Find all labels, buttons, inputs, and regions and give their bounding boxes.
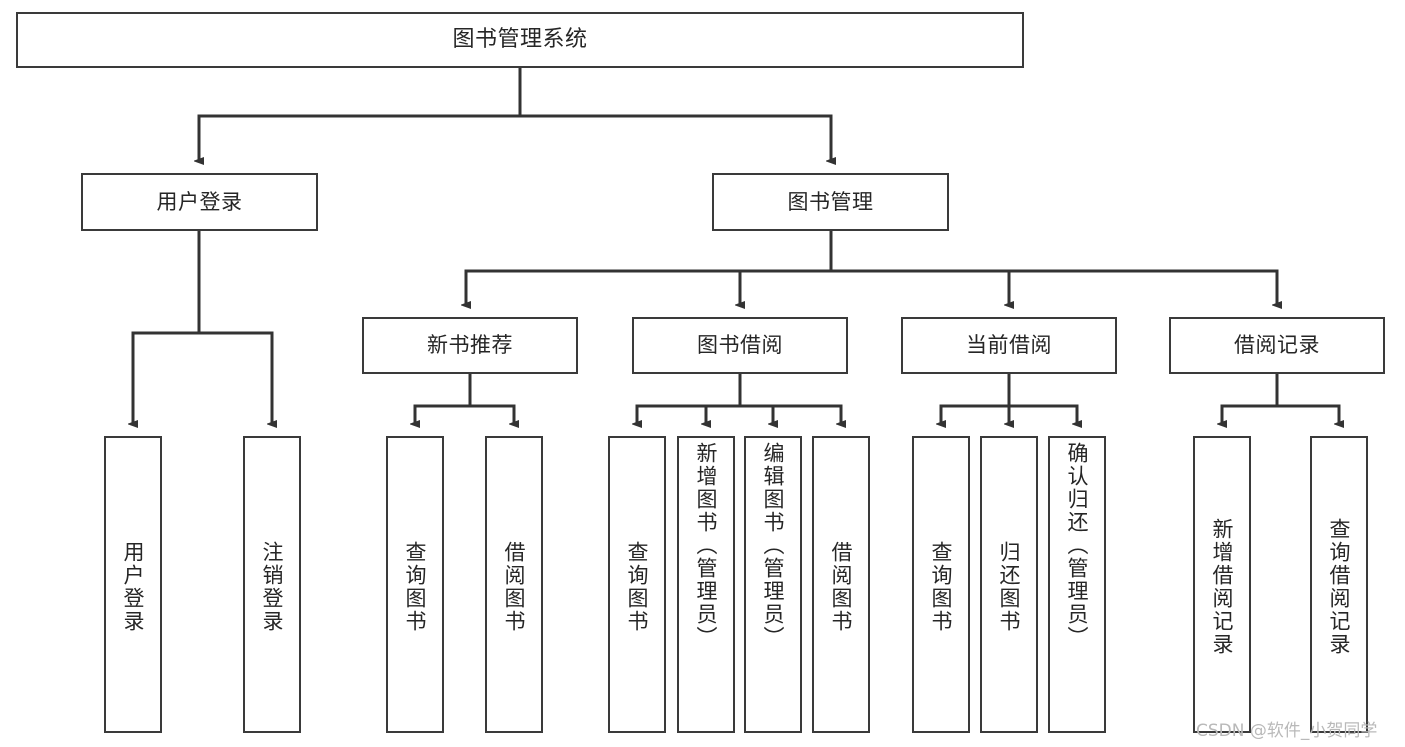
node-label: 图书借阅 <box>697 333 783 358</box>
node-leaf-borrow-book-2[interactable]: 借阅图书 <box>812 436 870 733</box>
node-label: 图书管理系统 <box>452 27 588 53</box>
node-book-borrowing[interactable]: 图书借阅 <box>632 317 848 374</box>
node-leaf-user-logout[interactable]: 注销登录 <box>243 436 301 733</box>
node-leaf-confirm-return-admin[interactable]: 确认归还（管理员） <box>1048 436 1106 733</box>
node-label: 查询图书 <box>929 540 954 633</box>
node-borrowing-record[interactable]: 借阅记录 <box>1169 317 1385 374</box>
node-new-book-recommendation[interactable]: 新书推荐 <box>362 317 578 374</box>
node-label: 用户登录 <box>156 189 243 214</box>
node-label: 新书推荐 <box>427 333 513 358</box>
node-leaf-query-book-1[interactable]: 查询图书 <box>386 436 444 733</box>
node-label: 借阅图书 <box>502 540 527 633</box>
node-leaf-borrow-book-1[interactable]: 借阅图书 <box>485 436 543 733</box>
node-label: 确认归还（管理员） <box>1065 442 1090 649</box>
node-label: 查询借阅记录 <box>1327 517 1352 656</box>
node-label: 图书管理 <box>787 189 874 214</box>
node-label: 新增借阅记录 <box>1210 517 1235 656</box>
node-current-borrowing[interactable]: 当前借阅 <box>901 317 1117 374</box>
node-label: 借阅图书 <box>829 540 854 633</box>
node-label: 新增图书（管理员） <box>694 442 719 649</box>
node-leaf-add-borrow-record[interactable]: 新增借阅记录 <box>1193 436 1251 733</box>
node-root-book-management-system[interactable]: 图书管理系统 <box>16 12 1024 68</box>
node-book-management[interactable]: 图书管理 <box>712 173 949 231</box>
node-label: 用户登录 <box>121 540 146 633</box>
node-label: 注销登录 <box>260 540 285 633</box>
node-leaf-query-book-3[interactable]: 查询图书 <box>912 436 970 733</box>
node-label: 查询图书 <box>625 540 650 633</box>
node-leaf-query-book-2[interactable]: 查询图书 <box>608 436 666 733</box>
node-label: 借阅记录 <box>1234 333 1320 358</box>
node-label: 归还图书 <box>997 540 1022 633</box>
node-label: 当前借阅 <box>966 333 1052 358</box>
node-leaf-return-book[interactable]: 归还图书 <box>980 436 1038 733</box>
node-label: 查询图书 <box>403 540 428 633</box>
node-leaf-user-login[interactable]: 用户登录 <box>104 436 162 733</box>
node-label: 编辑图书（管理员） <box>761 442 786 649</box>
node-leaf-query-borrow-record[interactable]: 查询借阅记录 <box>1310 436 1368 733</box>
node-user-login[interactable]: 用户登录 <box>81 173 318 231</box>
node-leaf-add-book-admin[interactable]: 新增图书（管理员） <box>677 436 735 733</box>
node-leaf-edit-book-admin[interactable]: 编辑图书（管理员） <box>744 436 802 733</box>
